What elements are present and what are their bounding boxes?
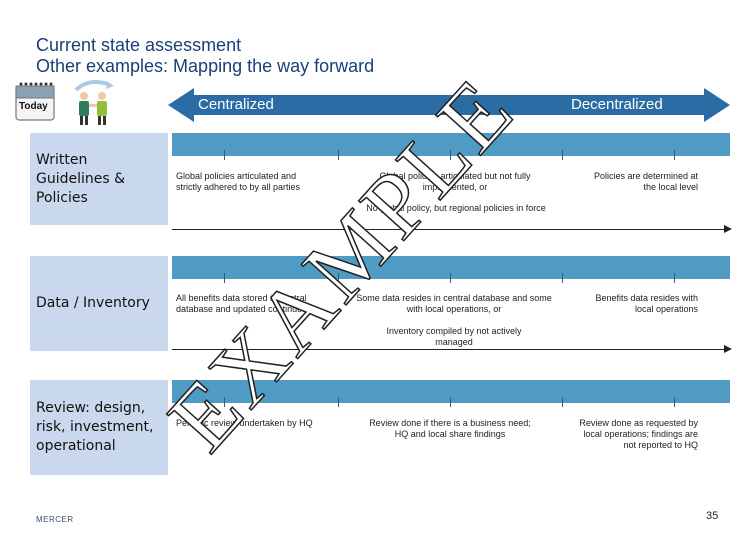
people-signpost-icon bbox=[68, 76, 120, 126]
row-2-decentralized-text: Benefits data resides with local operati… bbox=[595, 293, 698, 314]
row-2-continuum-line bbox=[172, 349, 728, 350]
row-3-decentralized-text: Review done as requested by local operat… bbox=[579, 418, 698, 450]
row-2-middle-text: Some data resides in central database an… bbox=[356, 293, 552, 314]
row-3-centralized-text: Periodic review undertaken by HQ bbox=[176, 418, 313, 428]
scale-band-row-3 bbox=[172, 380, 730, 407]
row-1-continuum-line bbox=[172, 229, 728, 230]
row-1-arrowhead bbox=[724, 225, 732, 233]
mercer-logo: MERCER bbox=[36, 515, 74, 524]
row-1-centralized-text: Global policies articulated and strictly… bbox=[176, 171, 301, 192]
row-1-decentralized-text: Policies are determined at the local lev… bbox=[593, 171, 698, 192]
calendar-icon: Today bbox=[14, 80, 58, 124]
scale-band-row-2 bbox=[172, 256, 730, 283]
row-label-written-guidelines: Written Guidelines & Policies bbox=[30, 133, 168, 225]
row-3-middle-text: Review done if there is a business need;… bbox=[369, 418, 531, 439]
decentralized-label: Decentralized bbox=[571, 96, 663, 113]
row-2-arrowhead bbox=[724, 345, 732, 353]
centralization-scale-arrow bbox=[168, 88, 730, 122]
row-label-data-inventory: Data / Inventory bbox=[30, 256, 168, 351]
page-number: 35 bbox=[706, 510, 719, 522]
row-1-middle-alt-text: No global policy, but regional policies … bbox=[366, 203, 546, 213]
centralized-label: Centralized bbox=[198, 96, 274, 113]
row-label-review: Review: design, risk, investment, operat… bbox=[30, 380, 168, 475]
row-2-middle-alt-text: Inventory compiled by not actively manag… bbox=[386, 326, 522, 347]
calendar-label: Today bbox=[19, 101, 48, 112]
scale-band-row-1 bbox=[172, 133, 730, 160]
page-title: Current state assessment bbox=[36, 35, 242, 55]
page-subtitle: Other examples: Mapping the way forward bbox=[36, 56, 375, 76]
row-1-middle-text: Global policies articulated but not full… bbox=[379, 171, 531, 192]
row-2-centralized-text: All benefits data stored in central data… bbox=[176, 293, 319, 314]
